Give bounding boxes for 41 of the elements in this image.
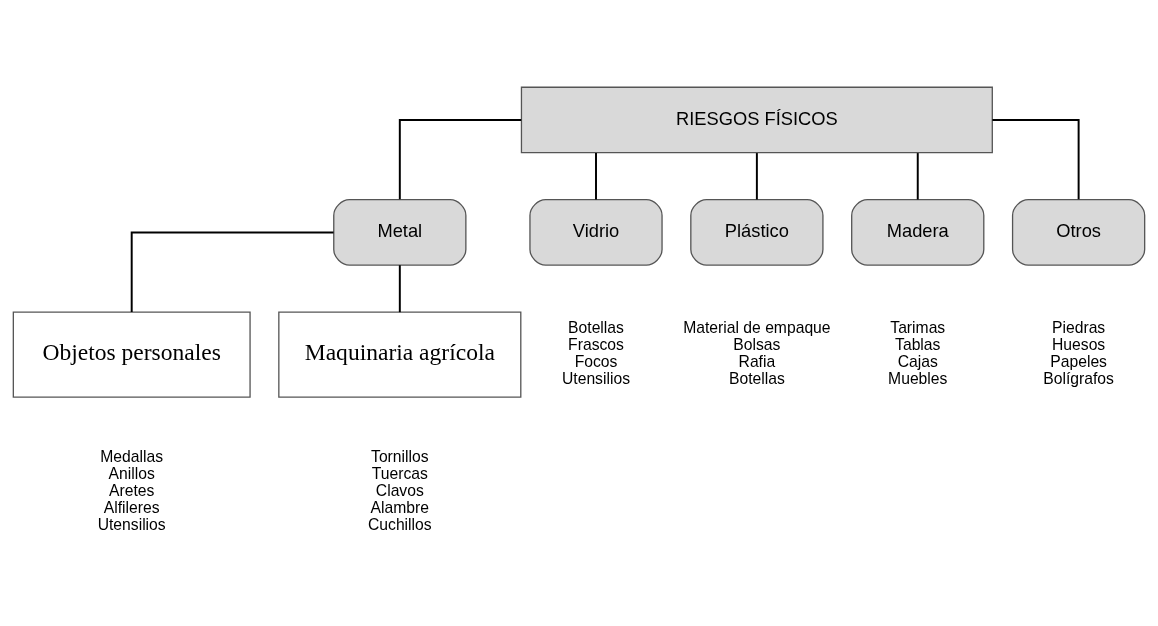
node-label: Tablas <box>895 335 941 353</box>
node-label: Bolsas <box>733 335 781 353</box>
node-box: Vidrio <box>529 198 663 266</box>
node-label: Focos <box>574 352 618 370</box>
node-label: Anillos <box>108 464 155 482</box>
node-label: Muebles <box>888 369 948 387</box>
node-box: Objetos personales <box>12 311 251 398</box>
node-label: Material de empaque <box>683 318 831 336</box>
node-label: Cajas <box>897 352 938 370</box>
node-label: Utensilios <box>97 515 166 533</box>
node-label: Frascos <box>568 335 624 353</box>
node-box: Madera <box>851 198 985 266</box>
node-box: Otros <box>1011 198 1146 266</box>
node-label: Alambre <box>370 498 430 516</box>
node-label: Bolígrafos <box>1043 369 1114 387</box>
node-box: Maquinaria agrícola <box>278 311 522 398</box>
node-label: Piedras <box>1052 318 1106 336</box>
connector <box>398 263 401 313</box>
connector <box>130 230 335 313</box>
connector <box>595 151 597 200</box>
node-label: Huesos <box>1052 335 1106 353</box>
node-label: Tuercas <box>371 464 428 482</box>
node-label: Clavos <box>375 481 424 499</box>
node-box: Metal <box>333 198 467 266</box>
node-label: Papeles <box>1050 352 1107 370</box>
node-label: Alfileres <box>103 498 160 516</box>
node-box: Plástico <box>690 198 824 266</box>
node-label: Aretes <box>109 481 155 499</box>
connector <box>991 118 1080 200</box>
node-label: Medallas <box>100 447 164 465</box>
node-label: Tarimas <box>890 318 946 336</box>
node-label: Tornillos <box>371 447 429 465</box>
connector <box>755 151 758 200</box>
node-label: Cuchillos <box>367 515 432 533</box>
connector <box>398 118 523 200</box>
node-label: Botellas <box>568 318 624 336</box>
node-box: RIESGOS FÍSICOS <box>520 86 993 153</box>
node-label: Rafia <box>738 352 776 370</box>
connector <box>916 151 919 200</box>
node-label: Botellas <box>728 369 785 387</box>
node-label: Utensilios <box>561 369 631 387</box>
